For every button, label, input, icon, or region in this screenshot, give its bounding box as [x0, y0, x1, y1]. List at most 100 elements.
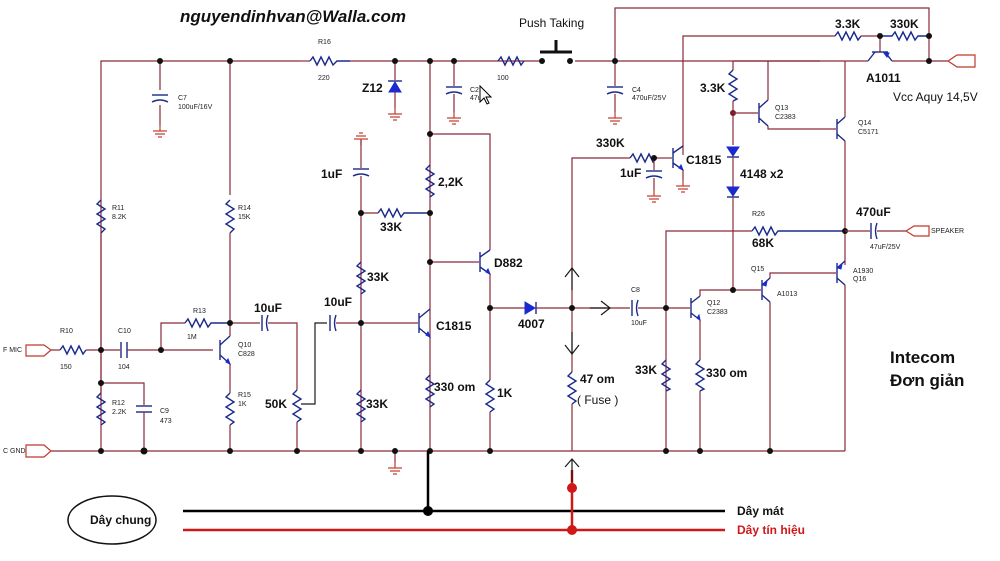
- r16-value: 220: [318, 75, 330, 82]
- r10-value: 150: [60, 364, 72, 371]
- push-switch[interactable]: [539, 40, 573, 64]
- c7-value: 100uF/16V: [178, 104, 213, 111]
- gnd-port[interactable]: [25, 444, 52, 458]
- transistor-c1815-a: [418, 308, 431, 339]
- diodes-label: 4148 x2: [740, 167, 784, 181]
- vcc-note: Vcc Aquy 14,5V: [893, 90, 978, 104]
- q14-value: C5171: [858, 129, 879, 136]
- resistor-r16: [300, 55, 350, 67]
- r11-value: 8.2K: [112, 214, 127, 221]
- zener-diode-z12: [387, 61, 403, 121]
- capacitor-c7: [151, 94, 169, 138]
- r26-name: R26: [752, 211, 765, 218]
- r-1k-label: 1K: [497, 386, 513, 400]
- q16-value: A1930: [853, 268, 873, 275]
- transistor-d882: [479, 249, 491, 276]
- legend-signal-label: Dây tín hiệu: [737, 523, 805, 537]
- r16-name: R16: [318, 39, 331, 46]
- r11-name: R11: [112, 205, 124, 212]
- r-47om-label: 47 om: [580, 372, 615, 386]
- q16-name: Q16: [853, 276, 866, 283]
- pot-50k-label: 50K: [265, 397, 287, 411]
- arrow-right-icon: [590, 300, 611, 316]
- legend-hot-label: Dây mát: [737, 504, 784, 518]
- c2-name: C2: [470, 87, 479, 94]
- push-switch-label: Push Taking: [519, 16, 584, 30]
- c2-value: 47u: [470, 95, 482, 102]
- c8-value: 10uF: [631, 320, 647, 327]
- c4-name: C4: [632, 87, 641, 94]
- r-33k-c-label: 33K: [366, 397, 388, 411]
- r14-value: 15K: [238, 214, 251, 221]
- r15-name: R15: [238, 392, 251, 399]
- c-10uf-b-label: 10uF: [324, 295, 352, 309]
- arrow-down-icon: [564, 332, 580, 355]
- vcc-port[interactable]: [946, 54, 976, 68]
- q-c1815-b-label: C1815: [686, 153, 722, 167]
- c9-value: 473: [160, 418, 172, 425]
- r13-value: 1M: [187, 334, 197, 341]
- transistor-c1815-b: [672, 145, 684, 172]
- legend-common-ellipse: [67, 495, 157, 545]
- transistor-q15: [761, 277, 771, 303]
- transistor-q14: [836, 116, 846, 142]
- r-3-3k-label: 3.3K: [700, 81, 726, 95]
- c-out-big-label: 470uF: [856, 205, 891, 219]
- r14-name: R14: [238, 205, 251, 212]
- r-top1-label: 3.3K: [835, 17, 861, 31]
- r-top2-label: 330K: [890, 17, 919, 31]
- mic-port-label: F MIC: [3, 347, 22, 354]
- d-4007-label: 4007: [518, 317, 545, 331]
- c-out-small-label: 47uF/25V: [870, 244, 901, 251]
- arrow-up-icon: [564, 267, 580, 290]
- transistor-q16: [836, 260, 846, 286]
- q12-value: C2383: [707, 309, 728, 316]
- legend-common-label: Dây chung: [90, 513, 151, 527]
- r-330om-a-label: 330 om: [434, 380, 475, 394]
- c7-name: C7: [178, 95, 187, 102]
- r-33k-a-label: 33K: [380, 220, 402, 234]
- speaker-port[interactable]: [904, 225, 930, 237]
- c4-value: 470uF/25V: [632, 95, 667, 102]
- r-2-2k-label: 2,2K: [438, 175, 464, 189]
- author-email: nguyendinhvan@Walla.com: [180, 7, 406, 26]
- capacitor-c4: [606, 61, 624, 125]
- capacitor-1uf-a: [352, 132, 370, 451]
- c-10uf-a-label: 10uF: [254, 301, 282, 315]
- resistor-100: [497, 55, 525, 67]
- r26-value: 68K: [752, 236, 774, 250]
- r-33k-b-label: 33K: [367, 270, 389, 284]
- c-1uf-a-label: 1uF: [321, 167, 342, 181]
- transistor-q12: [690, 295, 701, 322]
- q15-value: A1013: [777, 291, 797, 298]
- q13-name: Q13: [775, 105, 788, 112]
- speaker-port-label: SPEAKER: [931, 228, 964, 235]
- gnd-port-label: C GND: [3, 448, 26, 455]
- mouse-cursor-icon: [479, 84, 493, 105]
- c-1uf-b-label: 1uF: [620, 166, 641, 180]
- transistor-q10: [219, 335, 231, 366]
- c9-name: C9: [160, 408, 169, 415]
- q13-value: C2383: [775, 114, 796, 121]
- r-330k-label: 330K: [596, 136, 625, 150]
- pnp-switch-label: A1011: [866, 71, 901, 85]
- arrow-up-icon: [564, 458, 580, 482]
- transistor-q13: [758, 99, 769, 127]
- r12-name: R12: [112, 400, 125, 407]
- c10-value: 104: [118, 364, 130, 371]
- q-c1815-a-label: C1815: [436, 319, 472, 333]
- transistor-a1011: [867, 36, 893, 62]
- r13-name: R13: [193, 308, 206, 315]
- mic-port[interactable]: [25, 344, 52, 357]
- zener-label: Z12: [362, 81, 383, 95]
- r100-value: 100: [497, 75, 509, 82]
- capacitor-c2: [445, 61, 463, 125]
- r10-name: R10: [60, 328, 73, 335]
- r-33k-d-label: 33K: [635, 363, 657, 377]
- q10-value: C828: [238, 351, 255, 358]
- title-line1: Intecom: [890, 348, 955, 367]
- q10-name: Q10: [238, 342, 251, 349]
- q12-name: Q12: [707, 300, 720, 307]
- c8-name: C8: [631, 287, 640, 294]
